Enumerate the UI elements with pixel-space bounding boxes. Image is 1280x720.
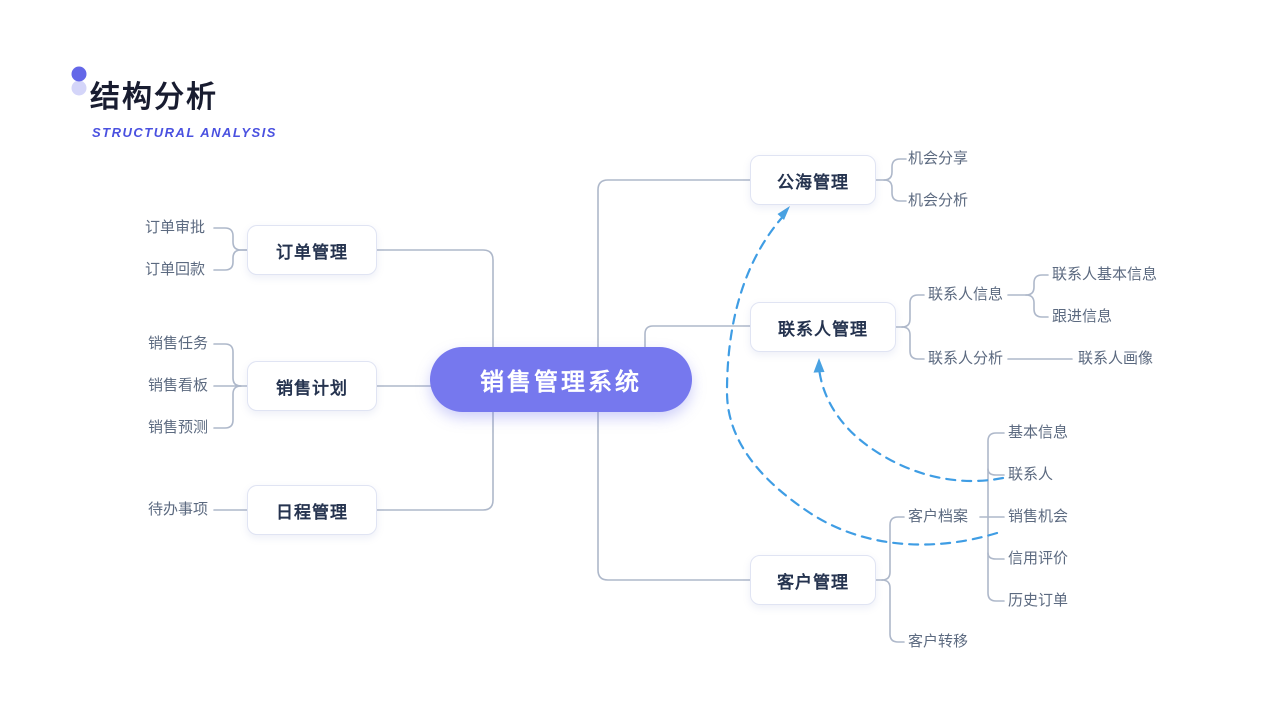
page-title: 结构分析 xyxy=(90,81,218,114)
branch-order-management[interactable]: 订单管理 xyxy=(247,225,377,275)
leaf-contact-info[interactable]: 联系人信息 xyxy=(928,286,1004,303)
leaf-sales-task[interactable]: 销售任务 xyxy=(148,335,209,352)
edge-root-to-contact xyxy=(644,325,751,349)
leaf-follow-up-info[interactable]: 跟进信息 xyxy=(1052,308,1113,325)
arrowhead-to-contact-icon xyxy=(813,358,825,373)
root-node-sales-management-system[interactable]: 销售管理系统 xyxy=(430,347,692,412)
leaf-sales-forecast[interactable]: 销售预测 xyxy=(148,419,209,436)
branch-customer-management[interactable]: 客户管理 xyxy=(750,555,876,605)
page-subtitle: STRUCTURAL ANALYSIS xyxy=(92,125,277,140)
leaf-contact-profile[interactable]: 联系人画像 xyxy=(1078,350,1154,367)
edge-schedule-to-root xyxy=(376,385,494,511)
leaf-opportunity-sharing[interactable]: 机会分享 xyxy=(908,150,969,167)
leaf-todo-items[interactable]: 待办事项 xyxy=(148,501,209,518)
leaf-sales-board[interactable]: 销售看板 xyxy=(148,377,209,394)
branch-public-pool-management[interactable]: 公海管理 xyxy=(750,155,876,205)
branch-sales-plan[interactable]: 销售计划 xyxy=(247,361,377,411)
edge-order-to-root xyxy=(376,249,494,387)
edge-root-to-customer xyxy=(597,379,751,581)
relation-arrow-contacts-to-contact-management xyxy=(817,366,1005,483)
leaf-order-payment[interactable]: 订单回款 xyxy=(145,261,206,278)
edge-root-to-pool xyxy=(597,179,751,381)
leaf-customer-transfer[interactable]: 客户转移 xyxy=(908,633,969,650)
relation-arrow-sales-opportunity-to-pool xyxy=(725,210,999,546)
leaf-history-orders[interactable]: 历史订单 xyxy=(1008,592,1069,609)
leaf-contacts[interactable]: 联系人 xyxy=(1008,466,1054,483)
leaf-contact-basic-info[interactable]: 联系人基本信息 xyxy=(1052,266,1158,283)
leaf-basic-info[interactable]: 基本信息 xyxy=(1008,424,1069,441)
double-dot-bullet-icon xyxy=(71,66,87,96)
leaf-order-approval[interactable]: 订单审批 xyxy=(145,219,206,236)
branch-contact-management[interactable]: 联系人管理 xyxy=(750,302,896,352)
leaf-opportunity-analysis[interactable]: 机会分析 xyxy=(908,192,969,209)
leaf-customer-archive[interactable]: 客户档案 xyxy=(908,508,969,525)
leaf-sales-opportunity[interactable]: 销售机会 xyxy=(1008,508,1069,525)
arrowhead-to-pool-icon xyxy=(777,206,790,220)
branch-schedule-management[interactable]: 日程管理 xyxy=(247,485,377,535)
leaf-contact-analysis[interactable]: 联系人分析 xyxy=(928,350,1004,367)
leaf-credit-evaluation[interactable]: 信用评价 xyxy=(1008,550,1069,567)
